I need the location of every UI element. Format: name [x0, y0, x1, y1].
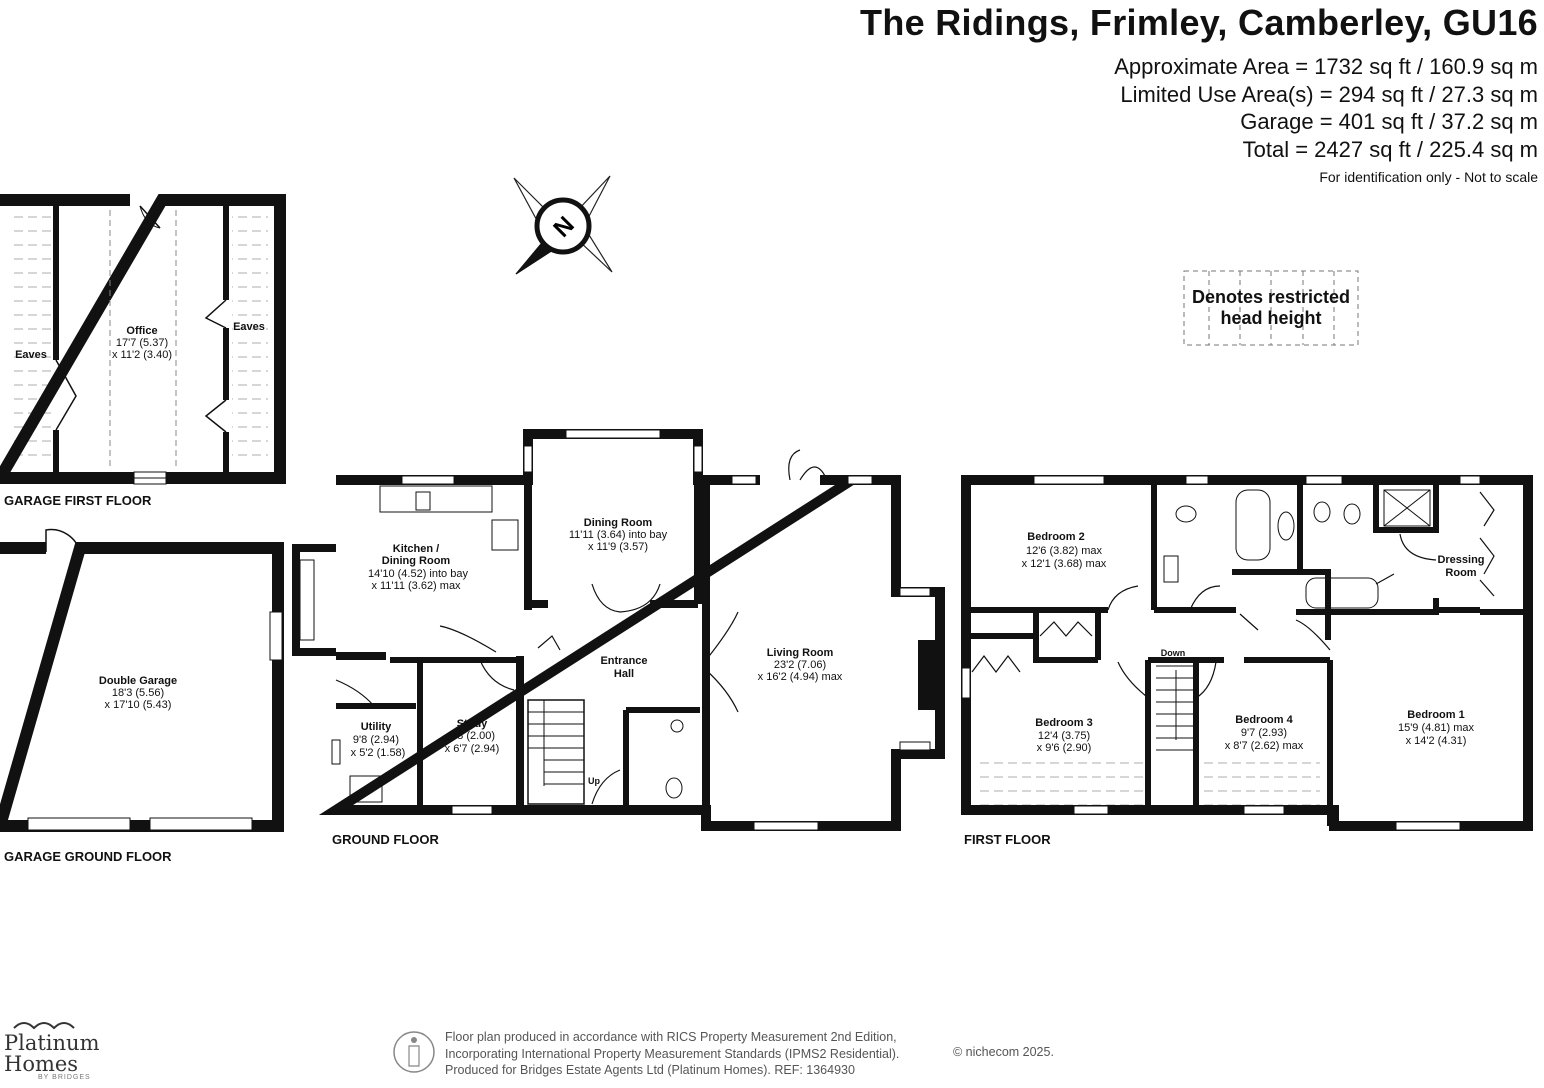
office-label: Office: [126, 325, 157, 337]
svg-text:x 11'11 (3.62) max: x 11'11 (3.62) max: [371, 580, 461, 592]
ground-floor-label: GROUND FLOOR: [332, 832, 439, 847]
svg-text:x 9'6 (2.90): x 9'6 (2.90): [1037, 742, 1092, 754]
footer-line-3: Produced for Bridges Estate Agents Ltd (…: [445, 1063, 855, 1077]
bedroom-1-label: Bedroom 1: [1407, 709, 1464, 721]
footer-line-2: Incorporating International Property Mea…: [445, 1046, 900, 1061]
entrance-hall-label: Entrance: [600, 655, 647, 667]
area-garage: Garage = 401 sq ft / 37.2 sq m: [1240, 109, 1538, 134]
ground-floor-plan: [292, 429, 945, 831]
eaves-left-label: Eaves: [15, 349, 47, 361]
svg-text:x 6'7 (2.94): x 6'7 (2.94): [445, 743, 500, 755]
legend-label: Denotes restricted head height: [1191, 287, 1351, 328]
area-total: Total = 2427 sq ft / 225.4 sq m: [1242, 136, 1538, 162]
svg-text:x 11'2 (3.40): x 11'2 (3.40): [112, 349, 172, 361]
garage-first-floor-label: GARAGE FIRST FLOOR: [4, 493, 152, 508]
platinum-homes-logo-icon: [13, 1022, 75, 1030]
svg-text:x 11'9 (3.57): x 11'9 (3.57): [588, 541, 648, 553]
stairs-up-label: Up: [588, 776, 600, 786]
svg-text:12'4 (3.75): 12'4 (3.75): [1038, 730, 1090, 742]
svg-text:14'10 (4.52) into bay: 14'10 (4.52) into bay: [368, 568, 468, 580]
svg-text:9'7 (2.93): 9'7 (2.93): [1241, 727, 1287, 739]
living-room-label: Living Room: [767, 647, 834, 659]
footer-line-1: Floor plan produced in accordance with R…: [445, 1030, 897, 1044]
svg-text:x 12'1 (3.68) max: x 12'1 (3.68) max: [1022, 558, 1107, 570]
double-garage-label: Double Garage: [99, 675, 177, 687]
brand-line-2: Homes: [4, 1052, 79, 1076]
bedroom-4-label: Bedroom 4: [1235, 714, 1293, 726]
utility-label: Utility: [361, 721, 392, 733]
svg-text:17'7 (5.37): 17'7 (5.37): [116, 337, 168, 349]
svg-text:12'6 (3.82) max: 12'6 (3.82) max: [1026, 545, 1103, 557]
svg-text:x 16'2 (4.94) max: x 16'2 (4.94) max: [758, 671, 843, 683]
svg-text:23'2 (7.06): 23'2 (7.06): [774, 659, 826, 671]
bedroom-3-label: Bedroom 3: [1035, 717, 1092, 729]
brand-logo: Platinum Homes: [4, 1033, 99, 1075]
brand-line-1: Platinum: [4, 1031, 100, 1055]
svg-text:9'8 (2.94): 9'8 (2.94): [353, 734, 399, 746]
svg-text:18'3 (5.56): 18'3 (5.56): [112, 687, 164, 699]
study-label: Study: [457, 718, 488, 730]
dressing-room-label: Dressing: [1437, 554, 1484, 566]
eaves-right-label: Eaves: [233, 321, 265, 333]
plan-title: The Ridings, Frimley, Camberley, GU16: [860, 2, 1538, 43]
bedroom-2-label: Bedroom 2: [1027, 531, 1084, 543]
first-floor-label: FIRST FLOOR: [964, 832, 1051, 847]
area-approx: Approximate Area = 1732 sq ft / 160.9 sq…: [1114, 54, 1538, 79]
svg-text:x 14'2 (4.31): x 14'2 (4.31): [1406, 735, 1467, 747]
garage-first-floor: [0, 194, 286, 485]
stairs-down-label: Down: [1161, 648, 1186, 658]
footer-notes: Floor plan produced in accordance with R…: [445, 1029, 899, 1079]
brand-subtitle: BY BRIDGES: [38, 1074, 91, 1081]
garage-ground-floor: [0, 528, 284, 832]
kitchen-label: Kitchen /: [393, 543, 439, 555]
svg-text:15'9 (4.81) max: 15'9 (4.81) max: [1398, 722, 1475, 734]
area-summary: Approximate Area = 1732 sq ft / 160.9 sq…: [1114, 53, 1538, 163]
garage-ground-floor-label: GARAGE GROUND FLOOR: [4, 849, 172, 864]
info-person-icon: [393, 1031, 435, 1073]
svg-text:x 17'10 (5.43): x 17'10 (5.43): [105, 699, 172, 711]
dining-room-label: Dining Room: [584, 517, 653, 529]
scale-note: For identification only - Not to scale: [1319, 169, 1538, 185]
svg-text:x 5'2 (1.58): x 5'2 (1.58): [351, 747, 406, 759]
svg-text:11'11 (3.64) into bay: 11'11 (3.64) into bay: [569, 529, 668, 541]
svg-text:9'8 (2.00): 9'8 (2.00): [449, 730, 495, 742]
svg-text:Dining Room: Dining Room: [382, 555, 451, 567]
svg-text:Room: Room: [1445, 567, 1476, 579]
copyright: © nichecom 2025.: [953, 1045, 1054, 1059]
room-labels: Office 17'7 (5.37) x 11'2 (3.40) Eaves E…: [15, 321, 1484, 786]
area-limited: Limited Use Area(s) = 294 sq ft / 27.3 s…: [1120, 81, 1538, 107]
svg-text:x 8'7 (2.62) max: x 8'7 (2.62) max: [1225, 740, 1304, 752]
compass-icon: N: [513, 175, 613, 275]
svg-text:Hall: Hall: [614, 668, 634, 680]
restricted-height-legend: [1183, 270, 1359, 346]
first-floor-plan: [961, 475, 1533, 831]
